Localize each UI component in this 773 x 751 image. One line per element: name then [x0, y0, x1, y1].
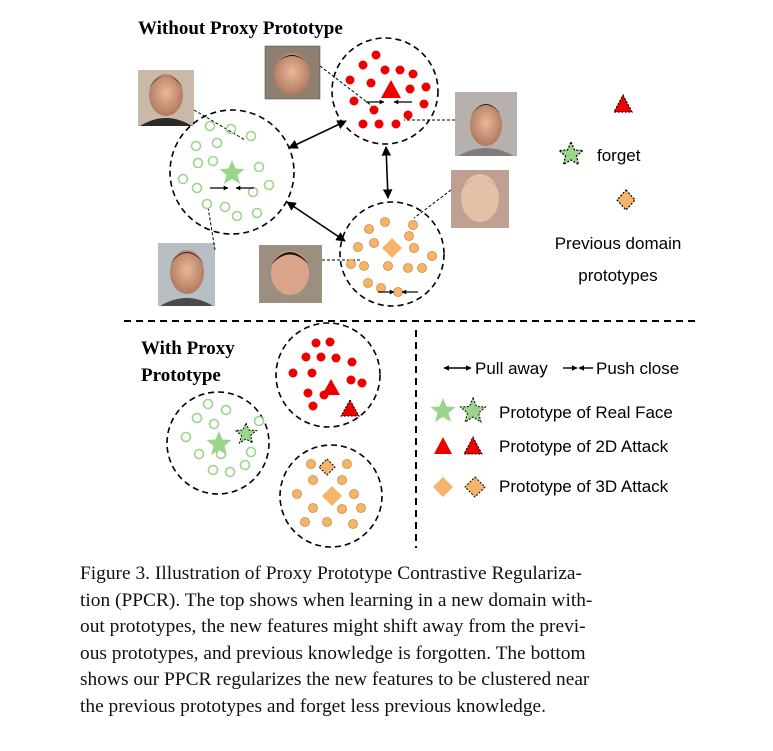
top-real-face-dots: [177, 120, 275, 222]
top-3d-attack-prototype-diamond: [382, 238, 402, 258]
face-photo-3: [455, 92, 517, 156]
face-photo-4: [451, 170, 509, 228]
caption-line: shows our PPCR regularizes the new featu…: [80, 669, 590, 691]
bottom-real-cluster: [166, 391, 270, 495]
top-3d-cluster: [339, 201, 445, 307]
caption-line: tion (PPCR). The top shows when learning…: [80, 589, 593, 611]
face-photo-5: [158, 243, 215, 306]
top-2d-attack-prototype-triangle: [381, 80, 401, 98]
caption-line: the previous prototypes and forget less …: [80, 695, 546, 717]
bottom-2d-attack-prototype-triangle: [322, 379, 340, 395]
face-photo-6: [259, 245, 322, 303]
figure-caption: Figure 3. Illustration of Proxy Prototyp…: [80, 561, 742, 721]
caption-line: out prototypes, the new features might s…: [80, 616, 586, 638]
top-real-cluster: [169, 109, 295, 235]
bottom-3d-attack-dots: [292, 459, 366, 529]
top-3d-attack-dots: [346, 217, 437, 297]
bottom-section-title-line1: With Proxy: [141, 338, 235, 359]
push-close-label: Push close: [596, 359, 679, 378]
face-photo-1: [138, 70, 194, 126]
real-face-prototype-label: Prototype of Real Face: [499, 403, 673, 422]
bottom-2d-cluster: [275, 322, 381, 428]
forget-star-icon: [557, 140, 585, 166]
top-real-face-prototype-star: [219, 160, 245, 184]
bottom-real-face-prototype-star: [206, 431, 232, 455]
top-section-title: Without Proxy Prototype: [138, 18, 343, 39]
bottom-section-title-line2: Prototype: [141, 365, 221, 386]
face-photo-2: [264, 45, 321, 100]
previous-2d-prototype-icon: [613, 93, 633, 113]
bottom-3d-cluster: [279, 444, 383, 548]
legend-3d-proxy-diamond-icon: [464, 476, 486, 498]
legend-real-face-proxy-star-icon: [459, 396, 487, 424]
caption-line: Figure 3. Illustration of Proxy Prototyp…: [80, 563, 582, 584]
previous-3d-prototype-icon: [616, 189, 636, 211]
legend-2d-proxy-triangle-icon: [463, 435, 483, 455]
previous-prototypes-label-line2: prototypes: [578, 266, 657, 285]
top-pull-away-arrows: [286, 120, 393, 242]
pull-away-label: Pull away: [475, 359, 548, 378]
ppcr-figure: Without Proxy Prototype: [124, 18, 700, 548]
bottom-3d-attack-proxy-diamond: [318, 458, 336, 476]
previous-prototypes-label-line1: Previous domain: [555, 234, 682, 253]
forget-label: forget: [597, 146, 641, 165]
top-2d-cluster: [331, 37, 439, 145]
caption-line: ous prototypes, and previous knowledge i…: [80, 642, 586, 664]
top-2d-attack-dots: [345, 50, 431, 129]
bottom-2d-attack-dots: [288, 337, 367, 411]
legend-2d-triangle-icon: [434, 437, 452, 454]
bottom-real-face-proxy-star: [234, 421, 258, 445]
bottom-2d-attack-proxy-triangle: [340, 398, 360, 417]
bottom-3d-attack-prototype-diamond: [322, 486, 342, 506]
3d-attack-prototype-label: Prototype of 3D Attack: [499, 477, 669, 496]
2d-attack-prototype-label: Prototype of 2D Attack: [499, 437, 669, 456]
legend-real-face-star-icon: [430, 398, 456, 422]
legend-3d-diamond-icon: [433, 477, 453, 497]
